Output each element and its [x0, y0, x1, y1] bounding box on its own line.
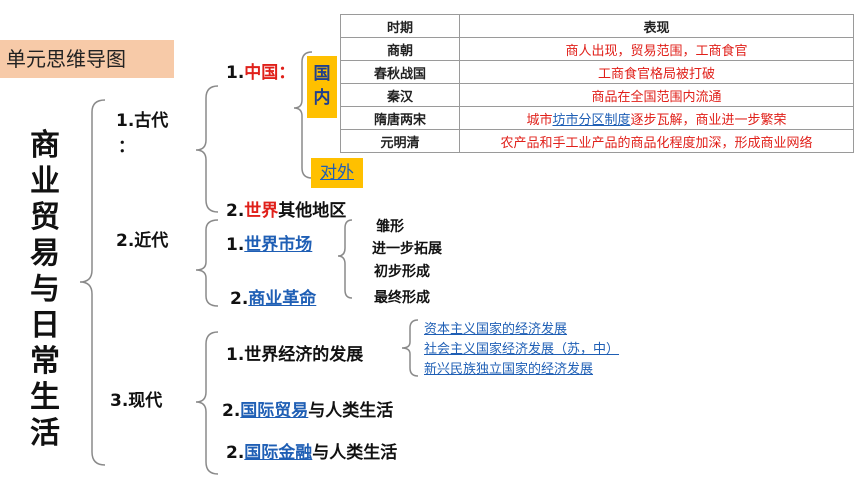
foreign-link[interactable]: 对外 [320, 163, 354, 183]
table-cell-period: 元明清 [340, 129, 460, 153]
econ-item-independent[interactable]: 新兴民族独立国家的经济发展 [424, 362, 594, 377]
table-row: 元明清 农产品和手工业产品的商品化程度加深，形成商业网络 [340, 129, 854, 153]
world-market-link[interactable]: 世界市场 [244, 235, 313, 255]
international-trade-link[interactable]: 国际贸易 [240, 401, 309, 421]
international-finance-link[interactable]: 国际金融 [244, 443, 313, 463]
international-trade-node: 2.国际贸易与人类生活 [222, 396, 393, 421]
commercial-revolution-node: 2.商业革命 [230, 284, 316, 309]
root-title-char: 活 [30, 416, 60, 451]
trade-rest: 与人类生活 [308, 401, 394, 421]
stage-item: 雏形 [376, 219, 404, 235]
ancient-label: 1.古代 [116, 111, 169, 131]
world-economy-node: 1.世界经济的发展 [226, 345, 364, 365]
table-cell-desc: 农产品和手工业产品的商品化程度加深，形成商业网络 [459, 129, 854, 153]
table-cell-desc: 商品在全国范围内流通 [459, 83, 854, 107]
table-header-desc: 表现 [459, 14, 854, 38]
finance-num: 2. [226, 443, 245, 463]
market-num: 1. [226, 235, 245, 255]
domestic-char-2: 内 [313, 88, 331, 108]
desc-pre: 城市 [526, 112, 553, 128]
root-topic: 商业贸易与日常生活 [25, 128, 65, 452]
root-title-char: 与 [30, 272, 60, 307]
foreign-box[interactable]: 对外 [311, 158, 363, 188]
table-cell-period: 春秋战国 [340, 60, 460, 84]
finance-rest: 与人类生活 [312, 443, 398, 463]
domestic-box: 国 内 [307, 56, 337, 118]
table-cell-period: 秦汉 [340, 83, 460, 107]
ancient-colon: ： [118, 137, 135, 157]
world-red-label: 世界 [244, 201, 279, 221]
root-title-char: 易 [30, 236, 60, 271]
period-table: 时期 表现 商朝 商人出现，贸易范围，工商食官 春秋战国 工商食官格局被打破 秦… [340, 14, 854, 153]
world-market-node: 1.世界市场 [226, 230, 312, 255]
root-title-char: 业 [30, 164, 60, 199]
table-header-period: 时期 [340, 14, 460, 38]
china-num: 1. [226, 63, 245, 83]
table-cell-desc: 工商食官格局被打破 [459, 60, 854, 84]
table-row: 秦汉 商品在全国范围内流通 [340, 83, 854, 107]
world-rest-label: 其他地区 [278, 201, 347, 221]
commerce-num: 2. [230, 289, 249, 309]
fangshi-link[interactable]: 坊市分区制度 [552, 112, 631, 128]
china-label: 中国： [244, 63, 296, 83]
modern-label: 2.近代 [116, 231, 169, 251]
root-title-char: 常 [30, 344, 60, 379]
table-row: 春秋战国 工商食官格局被打破 [340, 60, 854, 84]
root-title-char: 日 [30, 308, 60, 343]
china-node: 1.中国： [226, 58, 295, 83]
domestic-char-1: 国 [313, 64, 331, 84]
root-title-char: 商 [30, 128, 60, 163]
table-cell-period: 隋唐两宋 [340, 106, 460, 130]
world-other-node: 2.世界其他地区 [226, 196, 346, 221]
table-row: 商朝 商人出现，贸易范围，工商食官 [340, 37, 854, 61]
mindmap-title: 单元思维导图 [0, 40, 174, 78]
root-title-char: 贸 [30, 200, 60, 235]
desc-post: 逐步瓦解，商业进一步繁荣 [630, 112, 787, 128]
trade-num: 2. [222, 401, 241, 421]
stage-item: 最终形成 [374, 290, 430, 306]
table-cell-desc: 商人出现，贸易范围，工商食官 [459, 37, 854, 61]
table-cell-period: 商朝 [340, 37, 460, 61]
econ-item-socialist[interactable]: 社会主义国家经济发展（苏，中） [424, 342, 620, 357]
world-num: 2. [226, 201, 245, 221]
commercial-revolution-link[interactable]: 商业革命 [248, 289, 317, 309]
stage-item: 初步形成 [374, 264, 430, 280]
stage-item: 进一步拓展 [372, 241, 442, 257]
contemporary-label: 3.现代 [110, 391, 163, 411]
international-finance-node: 2.国际金融与人类生活 [226, 438, 397, 463]
table-cell-desc: 城市坊市分区制度逐步瓦解，商业进一步繁荣 [459, 106, 854, 130]
econ-item-capitalist[interactable]: 资本主义国家的经济发展 [424, 322, 568, 337]
table-row: 隋唐两宋 城市坊市分区制度逐步瓦解，商业进一步繁荣 [340, 106, 854, 130]
root-title-char: 生 [30, 380, 60, 415]
table-header-row: 时期 表现 [340, 14, 854, 38]
